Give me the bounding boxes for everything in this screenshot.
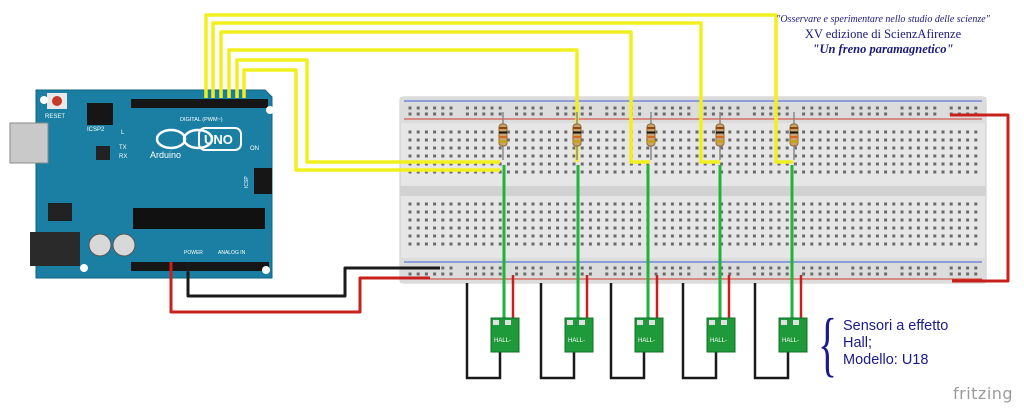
resistor [498, 112, 508, 160]
sensor-note-line-3: Modello: U18 [843, 352, 929, 368]
l-led-label: L [121, 130, 125, 136]
sensor-note-line-1: Sensori a effetto [843, 318, 949, 334]
wire-red-rail-link [950, 113, 1010, 283]
icsp-label: ICSP [244, 176, 250, 188]
hall-sensor: HALL- [609, 165, 664, 380]
caption-line-2: XV edizione di ScienzAfirenze [804, 27, 962, 41]
wire-black-ground [753, 283, 790, 380]
sensor-note-line-2: Hall; [843, 335, 873, 351]
arduino-board [9, 89, 274, 279]
hall-sensor: HALL- [465, 165, 520, 380]
analog-label: ANALOG IN [218, 250, 246, 256]
sensor-chip-label: HALL- [638, 338, 655, 344]
sensor-chip-label: HALL- [568, 338, 585, 344]
power-wires [169, 113, 1010, 314]
wire-red-5v [169, 262, 430, 314]
sensor-chip-label: HALL- [710, 338, 727, 344]
hall-sensor: HALL- [681, 165, 736, 380]
digital-label: DIGITAL (PWM~) [180, 117, 223, 123]
fritzing-logo: fritzing [953, 384, 1014, 403]
reset-label: RESET [45, 114, 65, 120]
sensor-chip-label: HALL- [782, 338, 799, 344]
hall-sensor: HALL- [539, 165, 594, 380]
wire-yellow-3 [219, 30, 650, 164]
tx-label: TX [119, 145, 127, 151]
yellow-wires [204, 13, 793, 172]
resistor [572, 112, 582, 160]
caption-line-3: "Un freno paramagnetico" [812, 42, 954, 56]
resistors [498, 112, 799, 160]
wire-yellow-1 [204, 13, 793, 164]
brace-icon: { [818, 304, 838, 384]
breadboard-holes [408, 106, 978, 276]
caption-block: "Osservare e sperimentare nello studio d… [748, 12, 1018, 57]
caption-line-1: "Osservare e sperimentare nello studio d… [776, 14, 990, 25]
on-label: ON [250, 146, 259, 152]
wire-yellow-4 [227, 48, 579, 162]
wire-yellow-2 [211, 21, 720, 164]
wire-black-ground [609, 283, 646, 380]
wire-black-ground [539, 283, 576, 380]
wire-yellow-5 [235, 58, 500, 164]
sensor-note: Sensori a effetto Hall; Modello: U18 [843, 318, 948, 369]
wire-black-gnd [186, 262, 440, 298]
icsp2-label: ICSP2 [87, 127, 105, 133]
sensor-chip-label: HALL- [494, 338, 511, 344]
arduino-labels: RESET ICSP2 Arduino UNO DIGITAL (PWM~) O… [45, 114, 259, 256]
wire-black-ground [681, 283, 718, 380]
arduino-logo-text: Arduino [150, 150, 181, 160]
power-label: POWER [184, 250, 203, 256]
wire-black-ground [465, 283, 502, 380]
uno-label: UNO [204, 132, 233, 147]
resistor [789, 112, 799, 160]
hall-sensor: HALL- [753, 165, 808, 380]
hall-sensors: HALL- HALL- HALL- HALL- HALL- [465, 165, 808, 380]
resistor [715, 112, 725, 160]
rx-label: RX [119, 154, 127, 160]
breadboard [399, 96, 987, 284]
wire-yellow-6 [242, 68, 500, 172]
resistor [646, 112, 656, 160]
